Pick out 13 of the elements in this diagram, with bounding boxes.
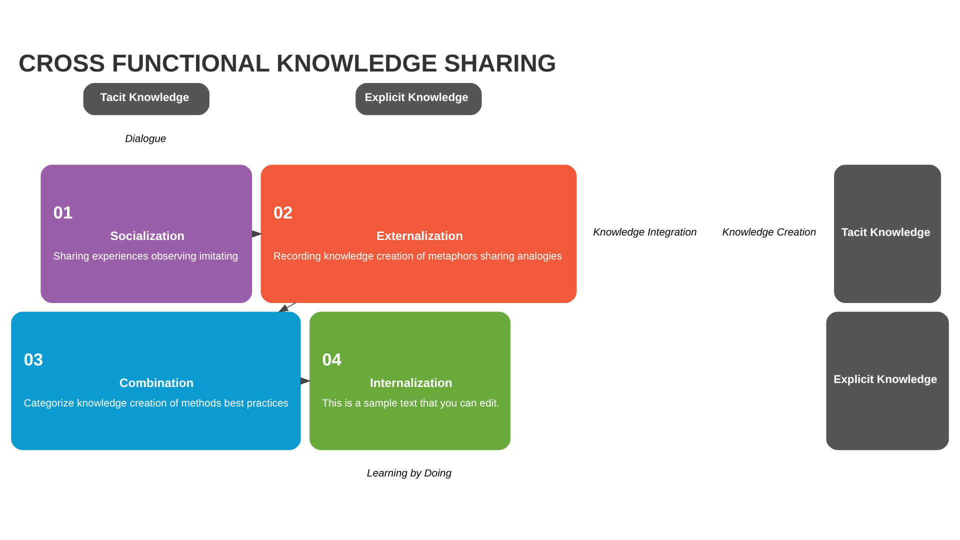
arrow bbox=[251, 230, 262, 238]
label: Knowledge Creation bbox=[722, 228, 816, 239]
node-box: Explicit Knowledge bbox=[356, 82, 482, 116]
label: Knowledge Integration bbox=[593, 228, 697, 239]
node-box: 02 Externalization Recording knowledge creation of metaphors sharing analogies bbox=[260, 164, 577, 304]
diagram-title: CROSS FUNCTIONAL KNOWLEDGE SHARING bbox=[18, 50, 556, 78]
node-box: Tacit Knowledge bbox=[834, 164, 942, 304]
node-box: 04 Internalization This is a sample text that you can edit. bbox=[310, 312, 510, 450]
label: Dialogue bbox=[125, 134, 166, 145]
arrow bbox=[278, 302, 296, 313]
node-box: Explicit Knowledge bbox=[826, 312, 949, 450]
node-box: Tacit Knowledge bbox=[83, 82, 210, 116]
label: Learning by Doing bbox=[366, 468, 452, 480]
